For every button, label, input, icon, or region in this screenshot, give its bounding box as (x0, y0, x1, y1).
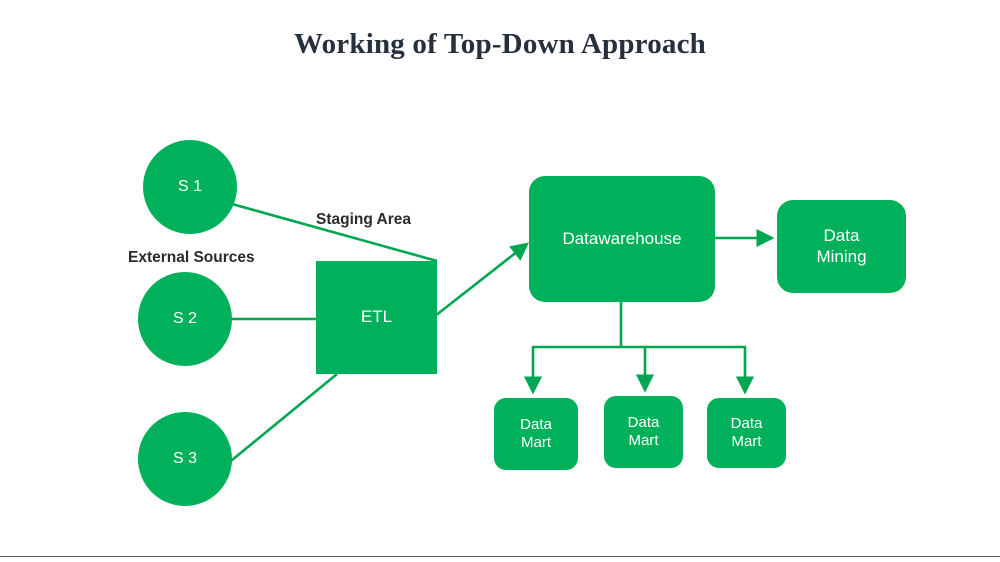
source-node-s3-label: S 3 (172, 450, 197, 468)
bottom-divider (0, 556, 1000, 557)
page-title: Working of Top-Down Approach (294, 28, 706, 60)
connector-s3-to-etl (225, 372, 338, 467)
source-node-s2[interactable]: S 2 (138, 272, 232, 366)
external-sources-label: External Sources (128, 249, 255, 266)
connector-etl-to-datawarehouse (434, 242, 530, 318)
source-node-s2-label: S 2 (172, 310, 197, 328)
connector-s1-to-etl (231, 202, 438, 263)
datawarehouse-node[interactable]: Datawarehouse (529, 176, 715, 302)
staging-area-label: Staging Area (316, 211, 412, 228)
source-node-s3[interactable]: S 3 (138, 412, 232, 506)
source-node-s1-label: S 1 (177, 178, 202, 196)
source-node-s1[interactable]: S 1 (143, 140, 237, 234)
etl-node[interactable]: ETL (316, 261, 437, 374)
etl-node-label: ETL (360, 307, 393, 327)
datawarehouse-node-label: Datawarehouse (562, 228, 682, 248)
